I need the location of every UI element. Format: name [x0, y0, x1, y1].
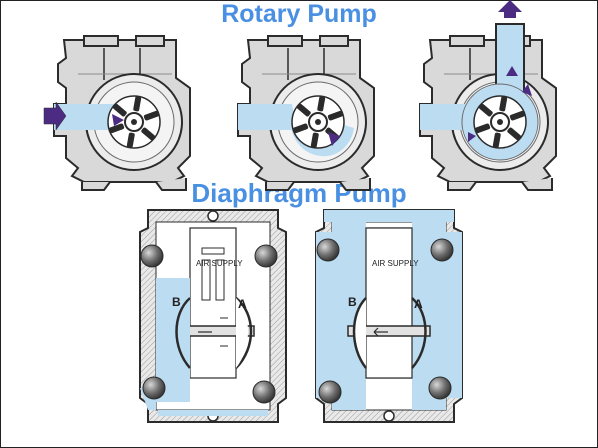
- rotary-stage-1: [43, 35, 191, 191]
- arrow-icon: [506, 66, 518, 76]
- arrow-icon: [522, 84, 532, 96]
- arrow-icon: [328, 132, 340, 146]
- arrow-icon: [112, 114, 124, 126]
- rotary-stage-3: [419, 0, 557, 191]
- chamber-b-label: B: [172, 295, 181, 309]
- check-ball: [318, 380, 342, 404]
- arrow-icon: [498, 0, 522, 18]
- check-ball: [252, 380, 276, 404]
- air-supply-label: AIR SUPPLY: [196, 259, 243, 268]
- rotary-stage-2: [237, 35, 375, 191]
- check-ball: [316, 238, 340, 262]
- chamber-a-label: A: [414, 297, 423, 311]
- arrow-icon: [468, 132, 476, 142]
- diaphragm-pump-right: AIR SUPPLY B A: [315, 209, 463, 423]
- arrow-icon: [43, 101, 67, 131]
- check-ball: [140, 244, 164, 268]
- check-ball: [142, 376, 166, 400]
- check-ball: [254, 244, 278, 268]
- chamber-b-label: B: [348, 295, 357, 309]
- air-supply-label: AIR SUPPLY: [372, 259, 419, 268]
- chamber-a-label: A: [238, 297, 247, 311]
- check-ball: [428, 376, 452, 400]
- rotary-pump-title: Rotary Pump: [221, 0, 377, 28]
- diaphragm-pump-left: AIR SUPPLY B A: [139, 209, 287, 423]
- check-ball: [430, 238, 454, 262]
